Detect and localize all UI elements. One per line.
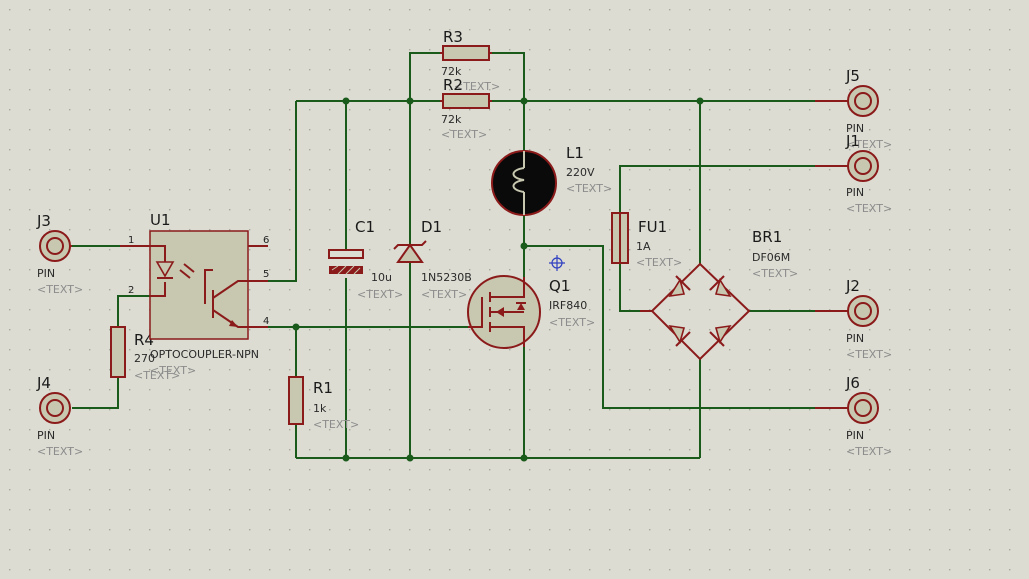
r4-value: 270 bbox=[134, 352, 155, 365]
u1-pin-4: 4 bbox=[263, 316, 269, 327]
j3-value: PIN bbox=[37, 267, 55, 280]
d1-value: 1N5230B bbox=[421, 271, 472, 284]
fu1-value: 1A bbox=[636, 240, 651, 253]
u1-value: OPTOCOUPLER-NPN bbox=[150, 348, 259, 361]
r3-ref: R3 bbox=[443, 28, 463, 46]
c1-text: <TEXT> bbox=[357, 288, 403, 301]
j4-value: PIN bbox=[37, 429, 55, 442]
u1-ref: U1 bbox=[150, 211, 171, 229]
junction-dots bbox=[292, 97, 704, 462]
fu1-text: <TEXT> bbox=[636, 256, 682, 269]
l1-value: 220V bbox=[566, 166, 595, 179]
j1-ref: J1 bbox=[845, 132, 860, 150]
r2-ref: R2 bbox=[443, 76, 463, 94]
crosshair-cursor-icon bbox=[549, 255, 565, 271]
j3-text: <TEXT> bbox=[37, 283, 83, 296]
bridge-rectifier-br1[interactable]: BR1 DF06M <TEXT> bbox=[640, 228, 798, 361]
r3-text: <TEXT> bbox=[454, 80, 500, 93]
resistor-r4[interactable]: R4 270 <TEXT> bbox=[110, 326, 180, 382]
u1-pin-5: 5 bbox=[263, 269, 269, 280]
r3-value: 72k bbox=[441, 65, 462, 78]
resistor-r3[interactable]: R3 72k <TEXT> bbox=[440, 28, 500, 93]
mosfet-q1[interactable]: Q1 IRF840 <TEXT> bbox=[467, 275, 595, 349]
j4-text: <TEXT> bbox=[37, 445, 83, 458]
r2-value: 72k bbox=[441, 113, 462, 126]
r4-ref: R4 bbox=[134, 331, 154, 349]
optocoupler-u1[interactable]: 1 2 4 5 6 U1 OPTOCOUPLER-NPN <TEXT> bbox=[120, 211, 269, 377]
j3-ref: J3 bbox=[36, 212, 51, 230]
q1-text: <TEXT> bbox=[549, 316, 595, 329]
j6-text: <TEXT> bbox=[846, 445, 892, 458]
c1-ref: C1 bbox=[355, 218, 375, 236]
terminal-j2[interactable]: J2 PIN <TEXT> bbox=[815, 277, 892, 361]
resistor-r1[interactable]: R1 1k <TEXT> bbox=[288, 376, 359, 431]
q1-value: IRF840 bbox=[549, 299, 587, 312]
q1-ref: Q1 bbox=[549, 277, 570, 295]
r4-text: <TEXT> bbox=[134, 369, 180, 382]
u1-pin-2: 2 bbox=[128, 285, 134, 296]
j5-value: PIN bbox=[846, 122, 864, 135]
terminal-j3[interactable]: J3 PIN <TEXT> bbox=[36, 212, 83, 296]
lamp-l1[interactable]: L1 220V <TEXT> bbox=[491, 144, 612, 216]
r2-text: <TEXT> bbox=[441, 128, 487, 141]
u1-pin-6: 6 bbox=[263, 235, 269, 246]
j1-text: <TEXT> bbox=[846, 202, 892, 215]
terminal-j5[interactable]: J5 PIN <TEXT> bbox=[815, 67, 892, 151]
fuse-fu1[interactable]: FU1 1A <TEXT> bbox=[611, 212, 682, 269]
j6-value: PIN bbox=[846, 429, 864, 442]
resistor-r2[interactable]: R2 72k <TEXT> bbox=[440, 76, 492, 141]
d1-ref: D1 bbox=[421, 218, 442, 236]
j2-value: PIN bbox=[846, 332, 864, 345]
terminal-j1[interactable]: J1 PIN <TEXT> bbox=[815, 132, 892, 215]
br1-text: <TEXT> bbox=[752, 267, 798, 280]
r1-ref: R1 bbox=[313, 379, 333, 397]
u1-pin-1: 1 bbox=[128, 235, 134, 246]
j1-value: PIN bbox=[846, 186, 864, 199]
l1-ref: L1 bbox=[566, 144, 584, 162]
j6-ref: J6 bbox=[845, 374, 860, 392]
j5-ref: J5 bbox=[845, 67, 860, 85]
u1-text: <TEXT> bbox=[150, 364, 196, 377]
br1-ref: BR1 bbox=[752, 228, 782, 246]
r1-text: <TEXT> bbox=[313, 418, 359, 431]
r1-value: 1k bbox=[313, 402, 327, 415]
c1-value: 10u bbox=[371, 271, 392, 284]
j5-text: <TEXT> bbox=[846, 138, 892, 151]
j2-ref: J2 bbox=[845, 277, 860, 295]
j2-text: <TEXT> bbox=[846, 348, 892, 361]
terminal-j6[interactable]: J6 PIN <TEXT> bbox=[815, 374, 892, 458]
j4-ref: J4 bbox=[36, 374, 51, 392]
terminal-j4[interactable]: J4 PIN <TEXT> bbox=[36, 374, 83, 458]
br1-value: DF06M bbox=[752, 251, 790, 264]
d1-text: <TEXT> bbox=[421, 288, 467, 301]
fu1-ref: FU1 bbox=[638, 218, 667, 236]
zener-diode-d1[interactable]: D1 1N5230B <TEXT> bbox=[393, 218, 472, 301]
l1-text: <TEXT> bbox=[566, 182, 612, 195]
capacitor-c1[interactable]: C1 10u <TEXT> bbox=[328, 218, 403, 301]
